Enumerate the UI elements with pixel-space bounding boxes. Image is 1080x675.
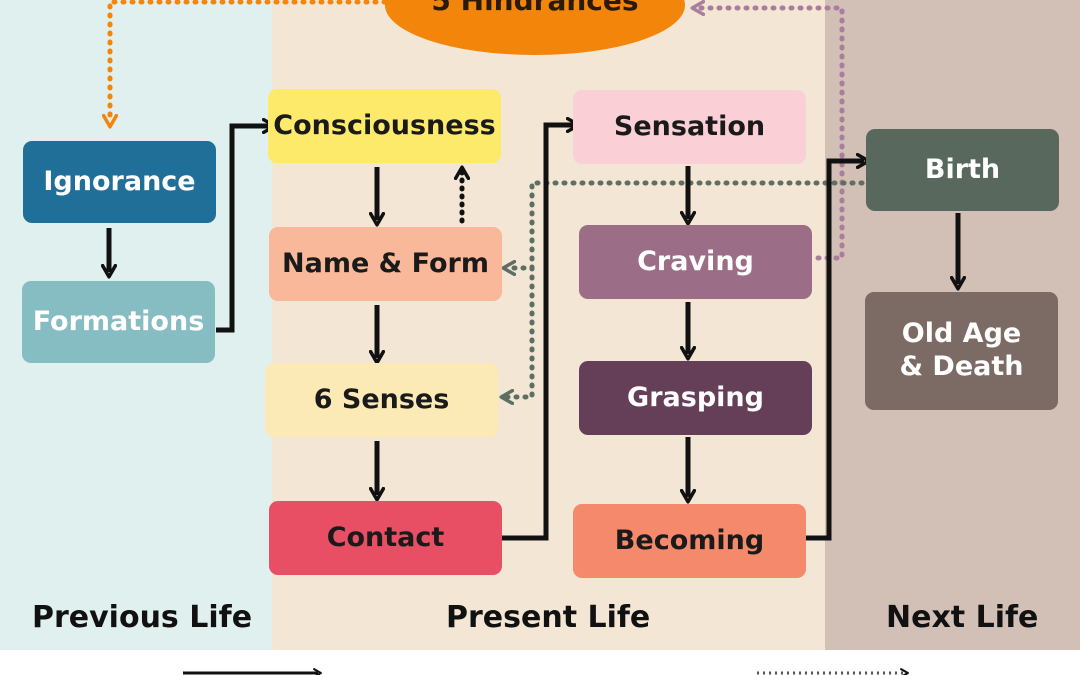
legend-strip (0, 650, 1080, 675)
becoming-to-birth-arrow (806, 161, 864, 541)
previous-life-label: Previous Life (32, 600, 253, 635)
formations-to-consciousness-arrow (216, 126, 270, 333)
old-age-label: Old Age (901, 318, 1022, 350)
consciousness-node: Consciousness (268, 89, 501, 163)
sensation-node: Sensation (573, 90, 806, 164)
becoming-label: Becoming (614, 524, 765, 556)
grasping-label: Grasping (627, 381, 764, 413)
consciousness-label: Consciousness (273, 109, 496, 141)
old-age-death-node: Old Age & Death (865, 292, 1058, 410)
sensation-label: Sensation (613, 110, 766, 142)
six-senses-label: 6 Senses (313, 383, 450, 415)
contact-label: Contact (326, 521, 445, 553)
formations-label: Formations (32, 305, 205, 337)
five-hindrances-label: 5 Hindrances (431, 0, 639, 17)
birth-label: Birth (924, 153, 1001, 185)
six-senses-node: 6 Senses (265, 363, 498, 437)
birth-feedback-arrow (508, 180, 865, 268)
craving-label: Craving (637, 245, 754, 277)
grasping-node: Grasping (579, 361, 812, 435)
craving-node: Craving (579, 225, 812, 299)
name-form-node: Name & Form (269, 227, 502, 301)
hindrances-to-ignorance-arrow (110, 0, 388, 122)
name-form-label: Name & Form (282, 247, 489, 279)
contact-node: Contact (269, 501, 502, 575)
death-label: & Death (899, 351, 1024, 382)
birth-node: Birth (866, 129, 1059, 211)
ignorance-node: Ignorance (23, 141, 216, 223)
contact-to-sensation-arrow (502, 125, 574, 541)
formations-node: Formations (22, 281, 215, 363)
next-life-label: Next Life (886, 600, 1039, 635)
feedback-to-six-senses-arrow (506, 265, 535, 397)
ignorance-label: Ignorance (43, 165, 196, 197)
present-life-label: Present Life (446, 600, 651, 635)
becoming-node: Becoming (573, 504, 806, 578)
